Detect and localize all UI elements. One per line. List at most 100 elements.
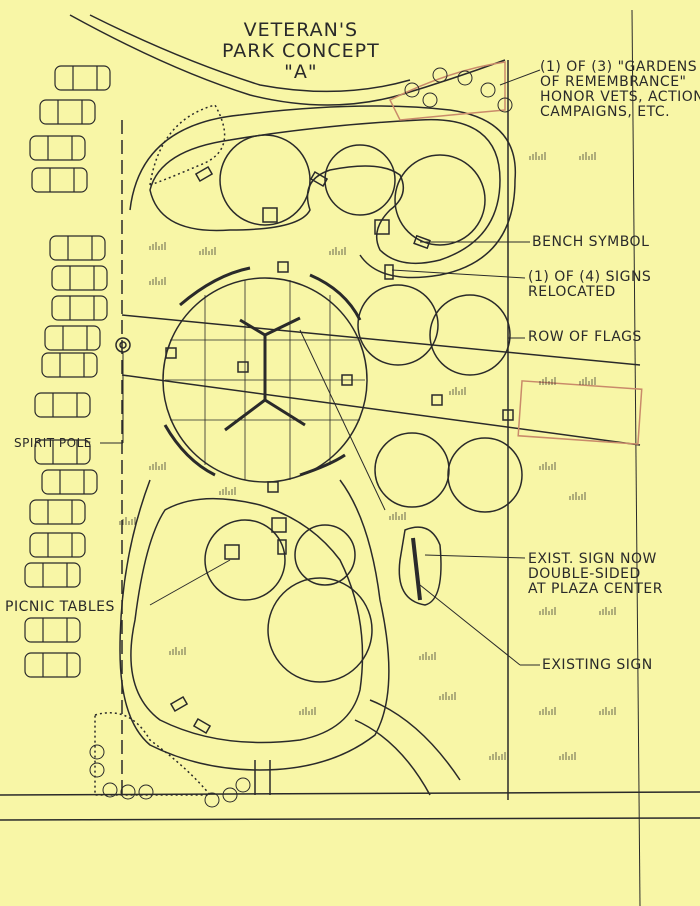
title-line: PARK CONCEPT (222, 40, 380, 62)
flag-plaza-bed (517, 380, 643, 445)
road-edge-bottom (0, 817, 700, 821)
grass-tuft (599, 707, 616, 715)
title-line: VETERAN'S (243, 19, 359, 41)
leader-lines (100, 69, 541, 666)
grass-tuft (119, 517, 136, 525)
grass-tuft (329, 247, 346, 255)
tree (374, 432, 450, 508)
label-line: (1) OF (3) "GARDENS (540, 59, 698, 75)
flag-posts (165, 261, 514, 493)
shrub (102, 782, 118, 798)
existing-sign (411, 537, 422, 601)
parked-car (49, 235, 106, 261)
trees (204, 134, 523, 683)
grass-tuft (579, 152, 596, 160)
label-line: RELOCATED (528, 284, 616, 300)
label-line: (1) OF (4) SIGNS (528, 269, 652, 285)
shrub (457, 70, 473, 86)
shrub (422, 92, 438, 108)
tree (447, 437, 523, 513)
parked-car (54, 65, 111, 91)
bench (309, 171, 329, 187)
grass-tuft (539, 377, 556, 385)
central-plaza (162, 277, 368, 483)
parked-car (24, 652, 81, 678)
shrub (89, 744, 105, 760)
parked-cars (24, 65, 111, 678)
grass-tuft (419, 652, 436, 660)
plaza-arc-wall-se (299, 453, 346, 477)
parked-car (41, 469, 98, 495)
parked-car (29, 135, 86, 161)
shrub (497, 97, 513, 113)
grass-tuft (149, 277, 166, 285)
parked-car (34, 439, 91, 465)
plaza-arc-wall-nw (179, 266, 251, 307)
parked-car (39, 99, 96, 125)
title-line: "A" (284, 61, 318, 83)
label-exist-sign: EXIST. SIGN NOW DOUBLE-SIDED AT PLAZA CE… (528, 552, 663, 597)
north-loop-path-outer (129, 105, 517, 279)
picnic-table (271, 517, 287, 533)
label-signs-relocated: (1) OF (4) SIGNS RELOCATED (528, 270, 651, 300)
shrub-bed-nw (149, 104, 226, 187)
grass-tuft (599, 607, 616, 615)
label-picnic-tables: PICNIC TABLES (5, 599, 115, 615)
grass-tuft (539, 707, 556, 715)
south-loop-path (130, 497, 364, 744)
label-gardens: (1) OF (3) "GARDENS OF REMEMBRANCE" HONO… (540, 60, 700, 120)
tree (204, 519, 286, 601)
picnic-table (374, 219, 390, 235)
shrub-bed-sw (94, 712, 212, 796)
grass-tuft (169, 647, 186, 655)
label-line: EXIST. SIGN NOW (528, 551, 657, 567)
parked-car (51, 265, 108, 291)
tree (394, 154, 486, 246)
grass-tuft (199, 247, 216, 255)
parked-car (44, 325, 101, 351)
label-line: HONOR VETS, ACTION, (540, 89, 700, 105)
tree (429, 294, 511, 376)
grass-tuft (439, 692, 456, 700)
parked-car (24, 562, 81, 588)
spirit-pole (115, 337, 131, 353)
southeast-path (354, 699, 461, 796)
south-loop-path-outer (119, 479, 390, 771)
plaza-star-wall (224, 316, 306, 432)
parked-car (31, 167, 88, 193)
bench (277, 539, 287, 555)
grass-tuft (449, 387, 466, 395)
label-existing-sign: EXISTING SIGN (542, 657, 653, 673)
central-walk (121, 314, 641, 446)
grass-tuft (149, 242, 166, 250)
tree (219, 134, 311, 226)
shrub (222, 787, 238, 803)
existing-sign-bed (398, 526, 442, 606)
parked-car (24, 617, 81, 643)
shrub-circles (89, 67, 513, 808)
tree (357, 284, 439, 366)
shrub (138, 784, 154, 800)
parked-car (29, 499, 86, 525)
drawing-title: VETERAN'S PARK CONCEPT "A" (222, 20, 380, 83)
plaza-arc-wall-ne (309, 273, 362, 321)
grass-tuft (299, 707, 316, 715)
shrub (89, 762, 105, 778)
label-line: OF REMEMBRANCE" (540, 74, 687, 90)
parked-car (34, 392, 91, 418)
grass-tuft (539, 607, 556, 615)
parked-car (41, 352, 98, 378)
shrub (432, 67, 448, 83)
grass-tuft (559, 752, 576, 760)
shrub (480, 82, 496, 98)
shrub (120, 784, 136, 800)
bench (192, 718, 212, 734)
north-creek-line-2 (89, 14, 411, 93)
grass-tuft (539, 462, 556, 470)
label-bench-symbol: BENCH SYMBOL (532, 234, 650, 250)
grass-tuft (489, 752, 506, 760)
grass-tuft (389, 512, 406, 520)
picnic-table (224, 544, 240, 560)
grass-tuft (569, 492, 586, 500)
